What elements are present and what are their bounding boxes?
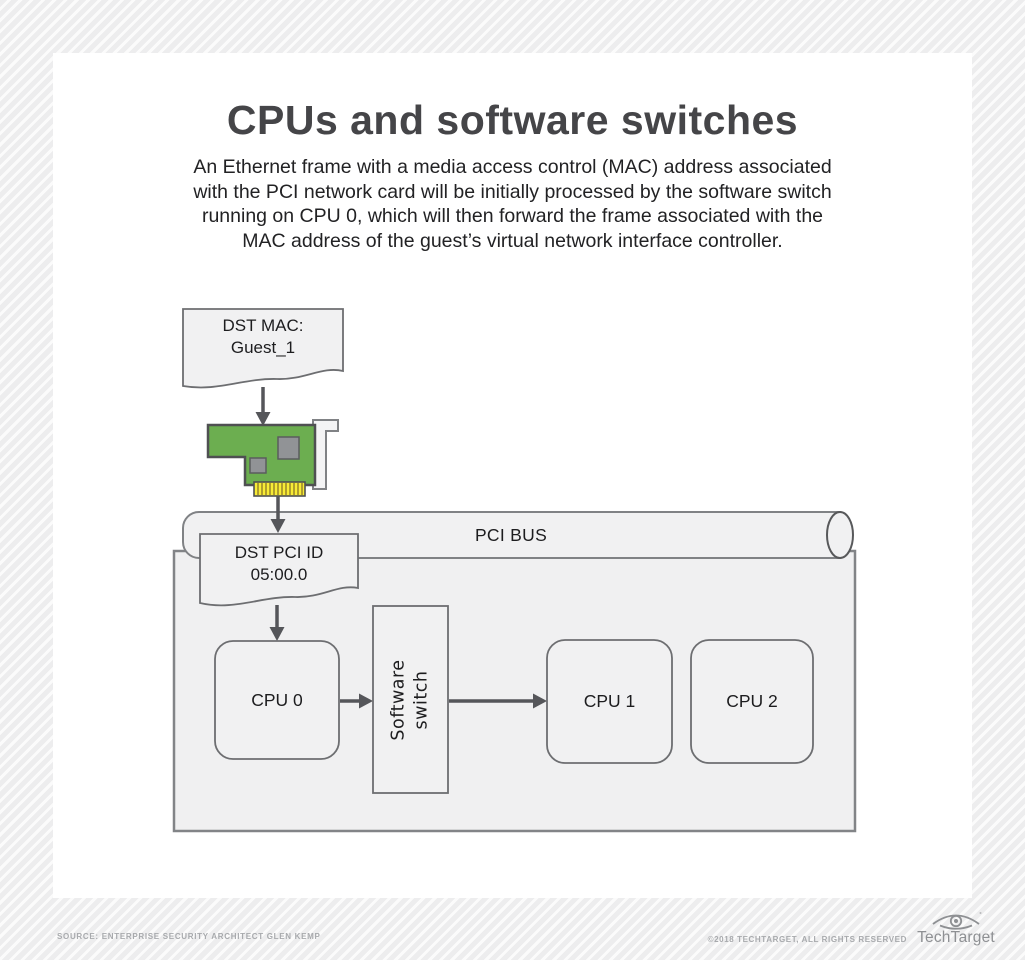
dst-pci-id-line1: DST PCI ID [234,543,324,562]
dst-mac-note-label: DST MAC: Guest_1 [183,315,343,358]
description-text: An Ethernet frame with a media access co… [53,155,972,253]
cpu2-label: CPU 2 [726,691,778,711]
description-line: with the PCI network card will be initia… [193,180,832,203]
page-title: CPUs and software switches [226,97,799,143]
pci-bus-label: PCI BUS [474,525,548,545]
cpu1-label: CPU 1 [583,691,636,711]
dst-pci-id-note-label: DST PCI ID 05:00.0 [200,542,358,585]
dst-pci-id-line2: 05:00.0 [250,564,308,584]
description-line: An Ethernet frame with a media access co… [193,156,832,178]
techtarget-logo: TechTarget [914,910,998,947]
description-line: running on CPU 0, which will then forwar… [201,205,824,227]
footer-source-text: SOURCE: ENTERPRISE SECURITY ARCHITECT GL… [57,932,321,941]
software-switch-line1: Software [388,659,409,741]
cpu0-label: CPU 0 [251,689,303,710]
footer-copyright-text: ©2018 TECHTARGET, ALL RIGHTS RESERVED [707,935,907,944]
dst-mac-line2: Guest_1 [230,337,296,357]
eye-target-icon [932,912,982,930]
description-line: MAC address of the guest’s virtual netwo… [242,229,783,252]
software-switch-line2: switch [411,670,432,730]
software-switch-label: Software switch [387,620,435,781]
techtarget-wordmark: TechTarget [917,929,995,946]
dst-mac-line1: DST MAC: [222,316,304,335]
